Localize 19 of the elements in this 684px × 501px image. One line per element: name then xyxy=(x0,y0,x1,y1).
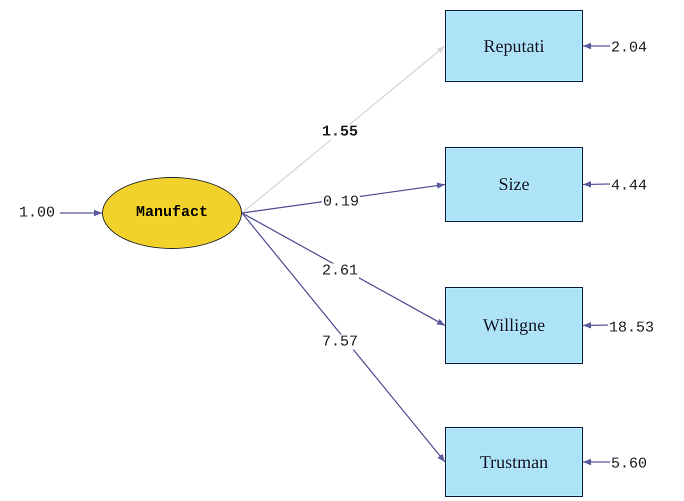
arrow xyxy=(582,181,610,188)
arrow xyxy=(60,210,102,216)
variable-name: Size xyxy=(498,173,530,196)
variable-name: Manufact xyxy=(136,202,208,223)
observed-variable-box xyxy=(445,287,583,364)
arrow xyxy=(583,458,610,466)
variable-name: Reputati xyxy=(484,34,544,58)
edge-label: 2.61 xyxy=(321,264,359,278)
variable-name: Trustman xyxy=(480,450,548,474)
observed-variable-box xyxy=(445,147,583,222)
variable-name: Willigne xyxy=(482,314,546,337)
arrow xyxy=(583,42,610,50)
observed-variable-box xyxy=(445,10,583,82)
edge-label: 1.55 xyxy=(321,124,359,140)
arrow xyxy=(582,322,610,329)
arrow xyxy=(242,212,446,462)
edge-label: 7.57 xyxy=(321,334,359,350)
arrow xyxy=(242,46,446,214)
observed-variable-box xyxy=(445,427,583,497)
